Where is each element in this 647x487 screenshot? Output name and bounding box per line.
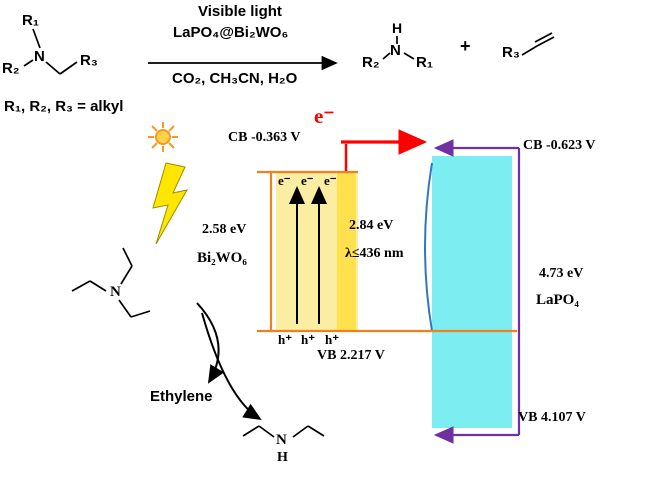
plus-sign: + (460, 36, 471, 56)
reactant-r3-label: R₃ (80, 52, 98, 69)
wavelength-label: λ≤436 nm (345, 246, 404, 261)
bi2wo6-label: Bi₂WO₆ (197, 250, 247, 266)
product-amine-r2-label: R₂ (362, 54, 380, 71)
bandgap-lapo4-label: 4.73 eV (539, 266, 584, 281)
hole-label: h⁺ (301, 332, 316, 347)
reactant-r2-label: R₂ (2, 60, 20, 77)
electron-transfer-label: e⁻ (314, 104, 335, 128)
product-alkene-structure (521, 32, 555, 56)
alkyl-note: R₁, R₂, R₃ = alkyl (4, 98, 124, 115)
lapo4-band-bracket (433, 139, 521, 444)
excitation-arrows (289, 186, 327, 324)
lapo4-band-box (432, 156, 512, 428)
bandgap-bi2wo6-label: 2.58 eV (202, 222, 247, 237)
reactant-r1-label: R₁ (22, 12, 40, 29)
electron-label: e⁻ (301, 173, 314, 188)
product-amine-r1-label: R₁ (416, 54, 434, 71)
lightning-bolt-icon (152, 162, 188, 245)
arrow-to-diethylamine (201, 312, 262, 421)
visible-light-label: Visible light (198, 3, 282, 20)
electron-transfer-arrow (341, 129, 428, 171)
bi2wo6-band-box-stripe (337, 172, 356, 331)
triethylamine-structure (71, 247, 151, 318)
product-amine-structure (382, 36, 415, 60)
reactant-n-label: N (34, 48, 45, 65)
catalyst-label: LaPO₄@Bi₂WO₆ (173, 24, 289, 41)
bi2wo6-band-levels (257, 170, 517, 333)
hole-label: h⁺ (278, 332, 293, 347)
ethylene-label: Ethylene (150, 388, 213, 405)
cb-lapo4-label: CB -0.623 V (523, 138, 596, 153)
vb-lapo4-label: VB 4.107 V (518, 410, 586, 425)
hole-label: h⁺ (325, 332, 340, 347)
vb-bi2wo6-label: VB 2.217 V (317, 348, 385, 363)
product-amine-h-label: H (392, 20, 403, 36)
diethylamine-h-label: H (277, 450, 288, 465)
electron-label: e⁻ (324, 173, 337, 188)
electron-label: e⁻ (278, 173, 291, 188)
product-amine-n-label: N (390, 42, 401, 59)
sun-icon (148, 122, 178, 152)
lapo4-label: LaPO₄ (536, 292, 579, 308)
bandgap-photon-label: 2.84 eV (349, 218, 394, 233)
arrow-to-ethylene (196, 302, 225, 384)
product-alkene-r3-label: R₃ (502, 44, 520, 61)
conditions-label: CO₂, CH₃CN, H₂O (172, 70, 298, 87)
triethylamine-n-label: N (110, 284, 121, 300)
lapo4-left-bracket (424, 162, 433, 332)
diethylamine-structure (242, 425, 325, 438)
reactant-amine-structure (23, 28, 78, 75)
diethylamine-n-label: N (276, 432, 287, 448)
cb-bi2wo6-label: CB -0.363 V (228, 130, 301, 145)
